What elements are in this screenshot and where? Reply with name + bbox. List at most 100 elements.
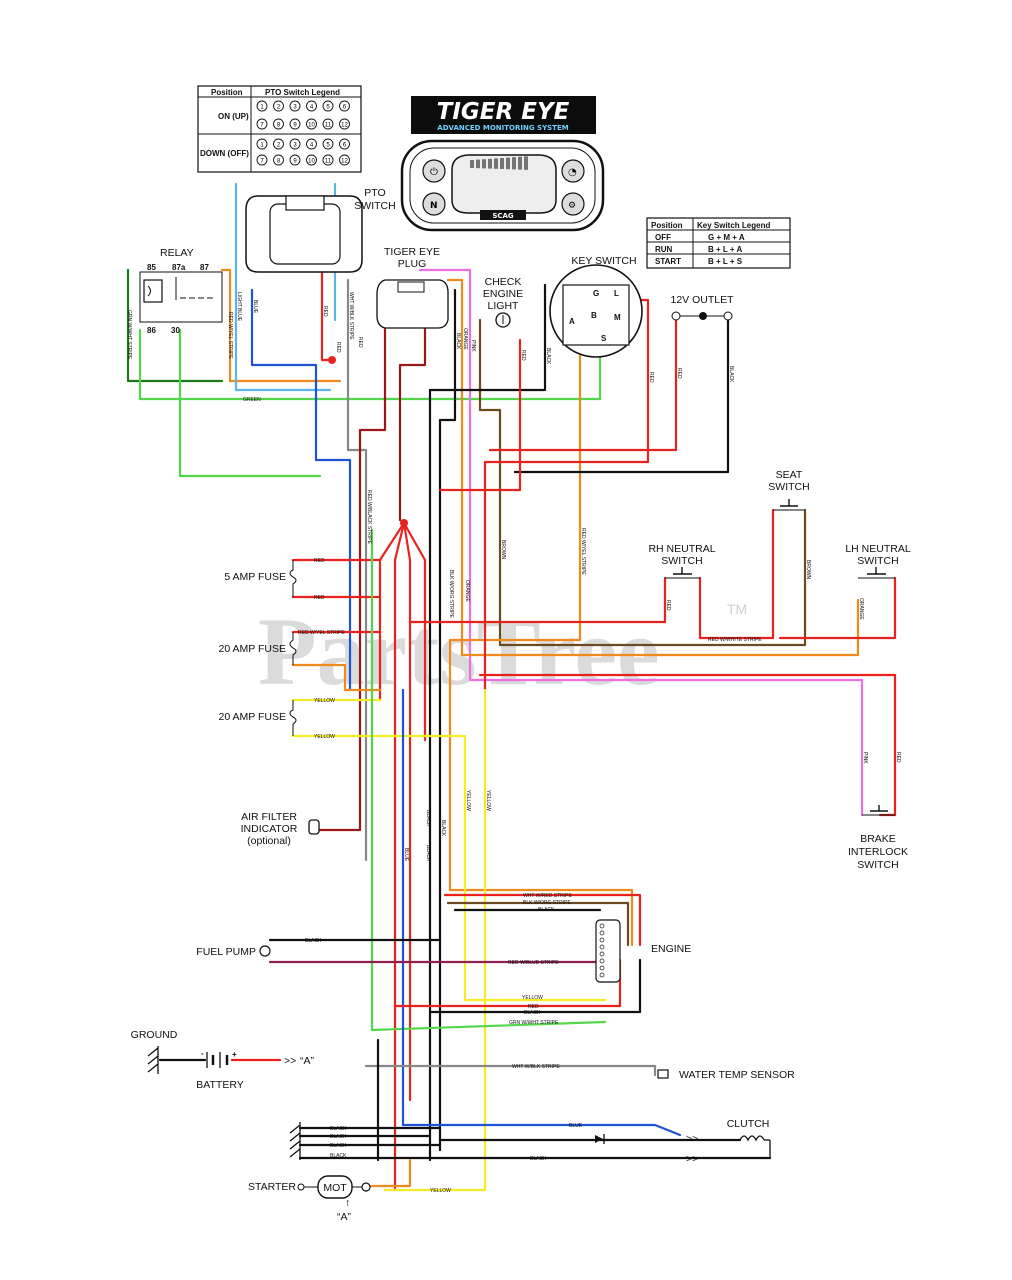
dash-bar-segment (488, 158, 492, 169)
wire-yellow-vert (383, 688, 487, 1192)
wire-green-vert (370, 528, 607, 1032)
air-filter-indicator: AIR FILTER INDICATOR (optional) (241, 811, 320, 847)
pto-legend-pin (339, 138, 350, 150)
wire-label-black-g4: BLACK (330, 1153, 347, 1159)
pto-legend-pin (322, 100, 334, 112)
wire-black-key (428, 283, 547, 1162)
pto-legend-pin (306, 118, 317, 130)
wire-label-black-v3: BLACK (440, 820, 446, 837)
engine-pin (599, 965, 605, 971)
starter-arrow-icon: ↑ (345, 1197, 350, 1209)
display-button-power-icon: ⏻ (430, 167, 438, 178)
wire-label-red-wht: RED W/WHITE STRIPE (708, 637, 762, 643)
wire-label-black-v2: BLACK (425, 810, 431, 827)
dash-bar-segment (470, 160, 474, 168)
wire-green-left (178, 328, 322, 478)
key-legend-row-start-val: B + L + S (708, 257, 743, 266)
pto-legend-pin-number: 9 (293, 123, 297, 129)
wire-blk-org-engine (446, 901, 630, 947)
wire-label-brown-seat-v: BROWN (805, 560, 811, 580)
dash-bar-segment (494, 158, 498, 169)
wire-label-black-v4: BLACK (425, 845, 431, 862)
wire-label-black-engine-2: BLACK (524, 1010, 541, 1016)
wire-red-fan-4 (402, 521, 427, 742)
battery-minus: - (201, 1049, 204, 1058)
ground-battery: GROUND - + >> “A” BATTERY (131, 1029, 315, 1091)
clutch-connector-icon: >> (686, 1133, 698, 1145)
starter-label: STARTER (248, 1181, 296, 1193)
pto-legend-pin (289, 138, 301, 150)
pto-switch-label-2: SWITCH (354, 200, 395, 212)
wire-label-wht-blk: WHT W/BLK STRIPE (512, 1064, 560, 1070)
wire-dark-green-relay (126, 268, 224, 383)
wire-yellow-20b-b (291, 734, 607, 1002)
pto-legend-pin (289, 118, 301, 130)
water-temp-sensor: WATER TEMP SENSOR (657, 1069, 795, 1081)
wire-black-outlet (513, 314, 730, 474)
wire-wht-red-engine (443, 893, 642, 947)
check-engine-light: CHECK ENGINE LIGHT (483, 276, 523, 328)
fuse-5amp-label: 5 AMP FUSE (224, 571, 286, 583)
wire-label-red-yel: RED W/YEL STRIPE (298, 630, 345, 636)
lh-neutral-label-2: SWITCH (857, 555, 898, 567)
wire-label-blue-v: BLUE (252, 300, 258, 314)
wire-label-orange-lh-v: ORANGE (858, 598, 864, 620)
engine-label: ENGINE (651, 943, 691, 955)
pto-legend-pin-number: 5 (326, 105, 330, 111)
air-filter-label-2: INDICATOR (241, 823, 298, 835)
battery-arrow-icon: >> (284, 1055, 296, 1067)
wire-label-yellow-starter: YELLOW (430, 1188, 451, 1194)
seat-switch: SEAT SWITCH (768, 469, 810, 511)
pto-legend-pin-number: 6 (343, 143, 347, 149)
pto-legend-header-legend: PTO Switch Legend (265, 88, 340, 97)
fuel-pump: FUEL PUMP (196, 945, 271, 958)
clutch-connector-icon-2: >> (686, 1153, 698, 1165)
outlet-label: 12V OUTLET (670, 294, 734, 306)
pto-legend-pin-number: 1 (260, 105, 264, 111)
starter: STARTER MOT ↑ “A” (248, 1175, 371, 1223)
wire-blue-vert (401, 688, 682, 1137)
seat-switch-label-2: SWITCH (768, 481, 809, 493)
engine-connector: ENGINE (595, 919, 691, 983)
pto-legend-pin-number: 5 (326, 143, 330, 149)
wire-red-fan-2 (393, 521, 406, 1192)
wire-label-yellow-b: YELLOW (314, 734, 335, 740)
wire-orange-plug (446, 278, 860, 657)
wire-red-brake (878, 673, 897, 817)
wire-red-outlet (488, 314, 678, 452)
pto-legend-pin (322, 138, 334, 150)
key-pin-b: B (591, 311, 597, 320)
pto-legend-pin-number: 6 (343, 105, 347, 111)
wire-label-black-outlet-v: BLACK (728, 366, 734, 383)
key-legend-row-off-pos: OFF (655, 233, 671, 242)
seat-switch-label-1: SEAT (776, 469, 803, 481)
wire-label-red-rh-v: RED (665, 600, 671, 611)
wire-label-blue-clutch: BLUE (569, 1123, 583, 1129)
wire-orange-20a-b (291, 663, 382, 692)
check-engine-label-1: CHECK (485, 276, 522, 288)
clutch: CLUTCH >> >> (595, 1118, 771, 1165)
wire-label-wht-blk-v: WHT W/BLK STRIPE (348, 292, 354, 340)
wire-label-yellow-v1: YELLOW (465, 790, 471, 811)
watermark: PartsTree (258, 598, 660, 705)
engine-pin (599, 944, 605, 950)
logo-title: TIGER EYE (437, 99, 570, 125)
key-pin-m: M (614, 313, 621, 322)
wire-starter-orange (368, 1158, 412, 1188)
battery-plus: + (232, 1050, 237, 1059)
wire-label-green: GREEN (243, 397, 261, 403)
wire-black-engine-2 (428, 958, 642, 1014)
fuse-20amp-b: 20 AMP FUSE (218, 700, 297, 736)
ground-icon-2 (289, 1122, 301, 1160)
water-temp-label: WATER TEMP SENSOR (679, 1069, 795, 1081)
wire-label-red-5a-b: RED (314, 595, 325, 601)
engine-pin (599, 923, 605, 929)
wire-pink (418, 268, 864, 817)
wire-label-yellow-v2: YELLOW (485, 790, 491, 811)
dash-bar-segment (482, 159, 486, 169)
wire-label-orange-v2: ORANGE (464, 580, 470, 602)
wire-red-check (438, 338, 522, 492)
wire-label-pink-brake-v: PINK (862, 752, 868, 764)
pto-legend-pin (289, 100, 301, 112)
trademark: TM (727, 601, 747, 617)
